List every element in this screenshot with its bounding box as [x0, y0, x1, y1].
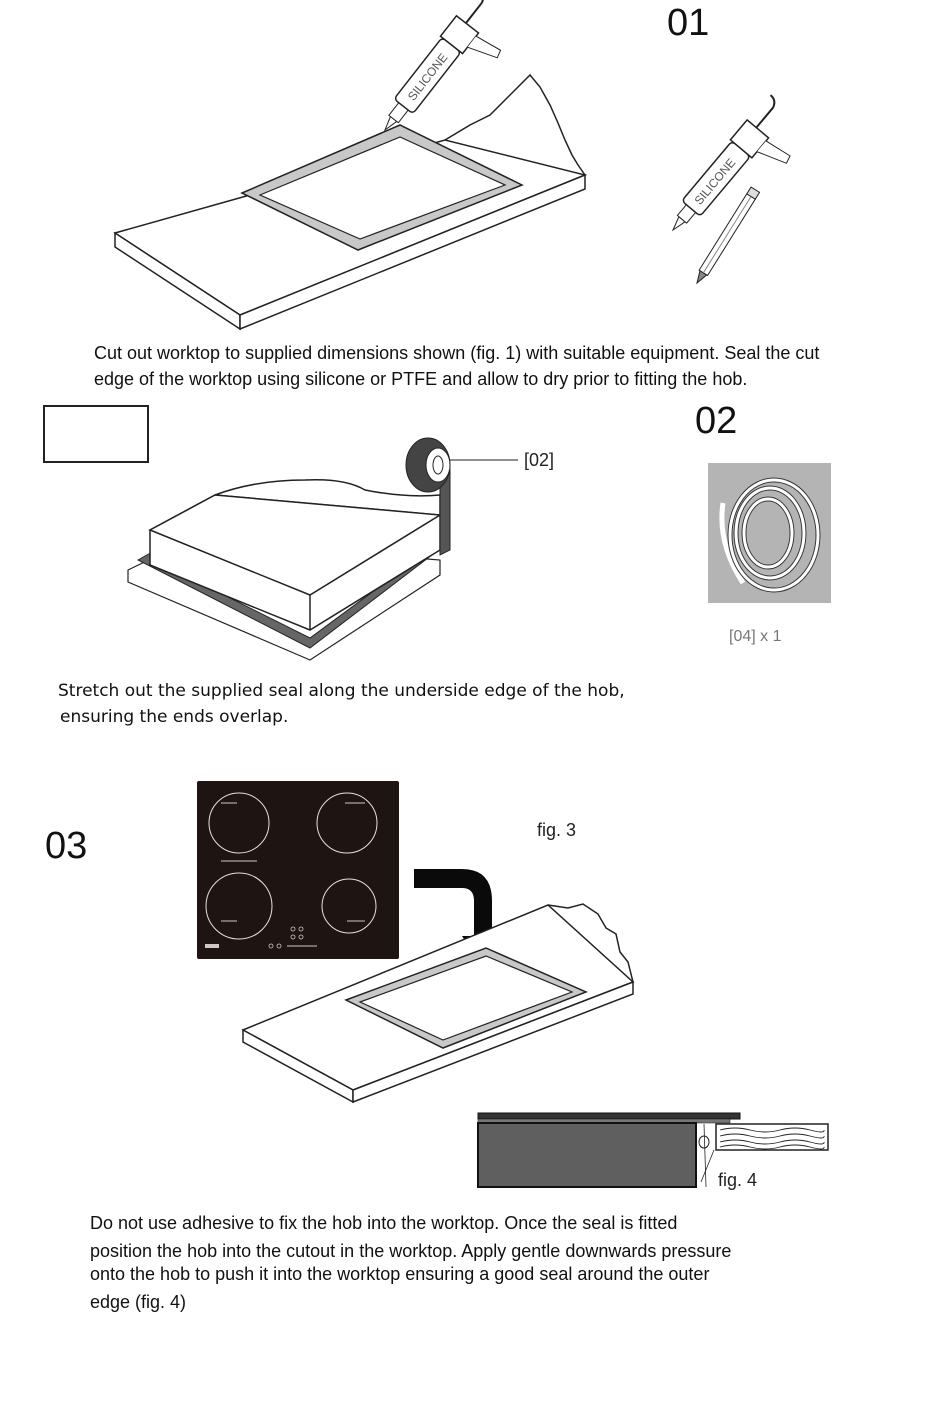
step1-text-line2: edge of the worktop using silicone or PT… [94, 369, 748, 389]
seal-coil-photo [708, 463, 831, 603]
seal-cross-section-fig4 [477, 1112, 829, 1188]
step2-instructions: Stretch out the supplied seal along the … [58, 678, 758, 730]
step1-instructions: Cut out worktop to supplied dimensions s… [94, 340, 914, 392]
step3-text-line2: position the hob into the cutout in the … [90, 1241, 732, 1261]
step-number-01: 01 [667, 2, 710, 44]
worktop-cutout-illustration: SILICONE [113, 0, 588, 331]
worktop-fig3-illustration [241, 903, 635, 1104]
step3-text-line3: onto the hob to push it into the worktop… [90, 1264, 710, 1284]
step3-text-line1: Do not use adhesive to fix the hob into … [90, 1213, 678, 1233]
induction-hob-image [197, 781, 399, 959]
hob-seal-illustration [127, 437, 518, 661]
step2-text-line1: Stretch out the supplied seal along the … [58, 681, 625, 701]
step3-instructions: Do not use adhesive to fix the hob into … [90, 1210, 890, 1316]
step-number-02: 02 [695, 400, 738, 442]
seal-caption: [04] x 1 [729, 628, 782, 645]
step1-text-line1: Cut out worktop to supplied dimensions s… [94, 343, 820, 363]
callout-02: [02] [524, 450, 555, 470]
silicone-gun-and-pencil-icon: SILICONE [671, 94, 791, 285]
fig3-label: fig. 3 [537, 820, 577, 840]
fig4-label: fig. 4 [718, 1170, 758, 1190]
step2-text-line2: ensuring the ends overlap. [60, 707, 289, 727]
step3-text-line4: edge (fig. 4) [90, 1292, 187, 1312]
blank-label-box [43, 405, 149, 463]
step-number-03: 03 [45, 825, 88, 867]
